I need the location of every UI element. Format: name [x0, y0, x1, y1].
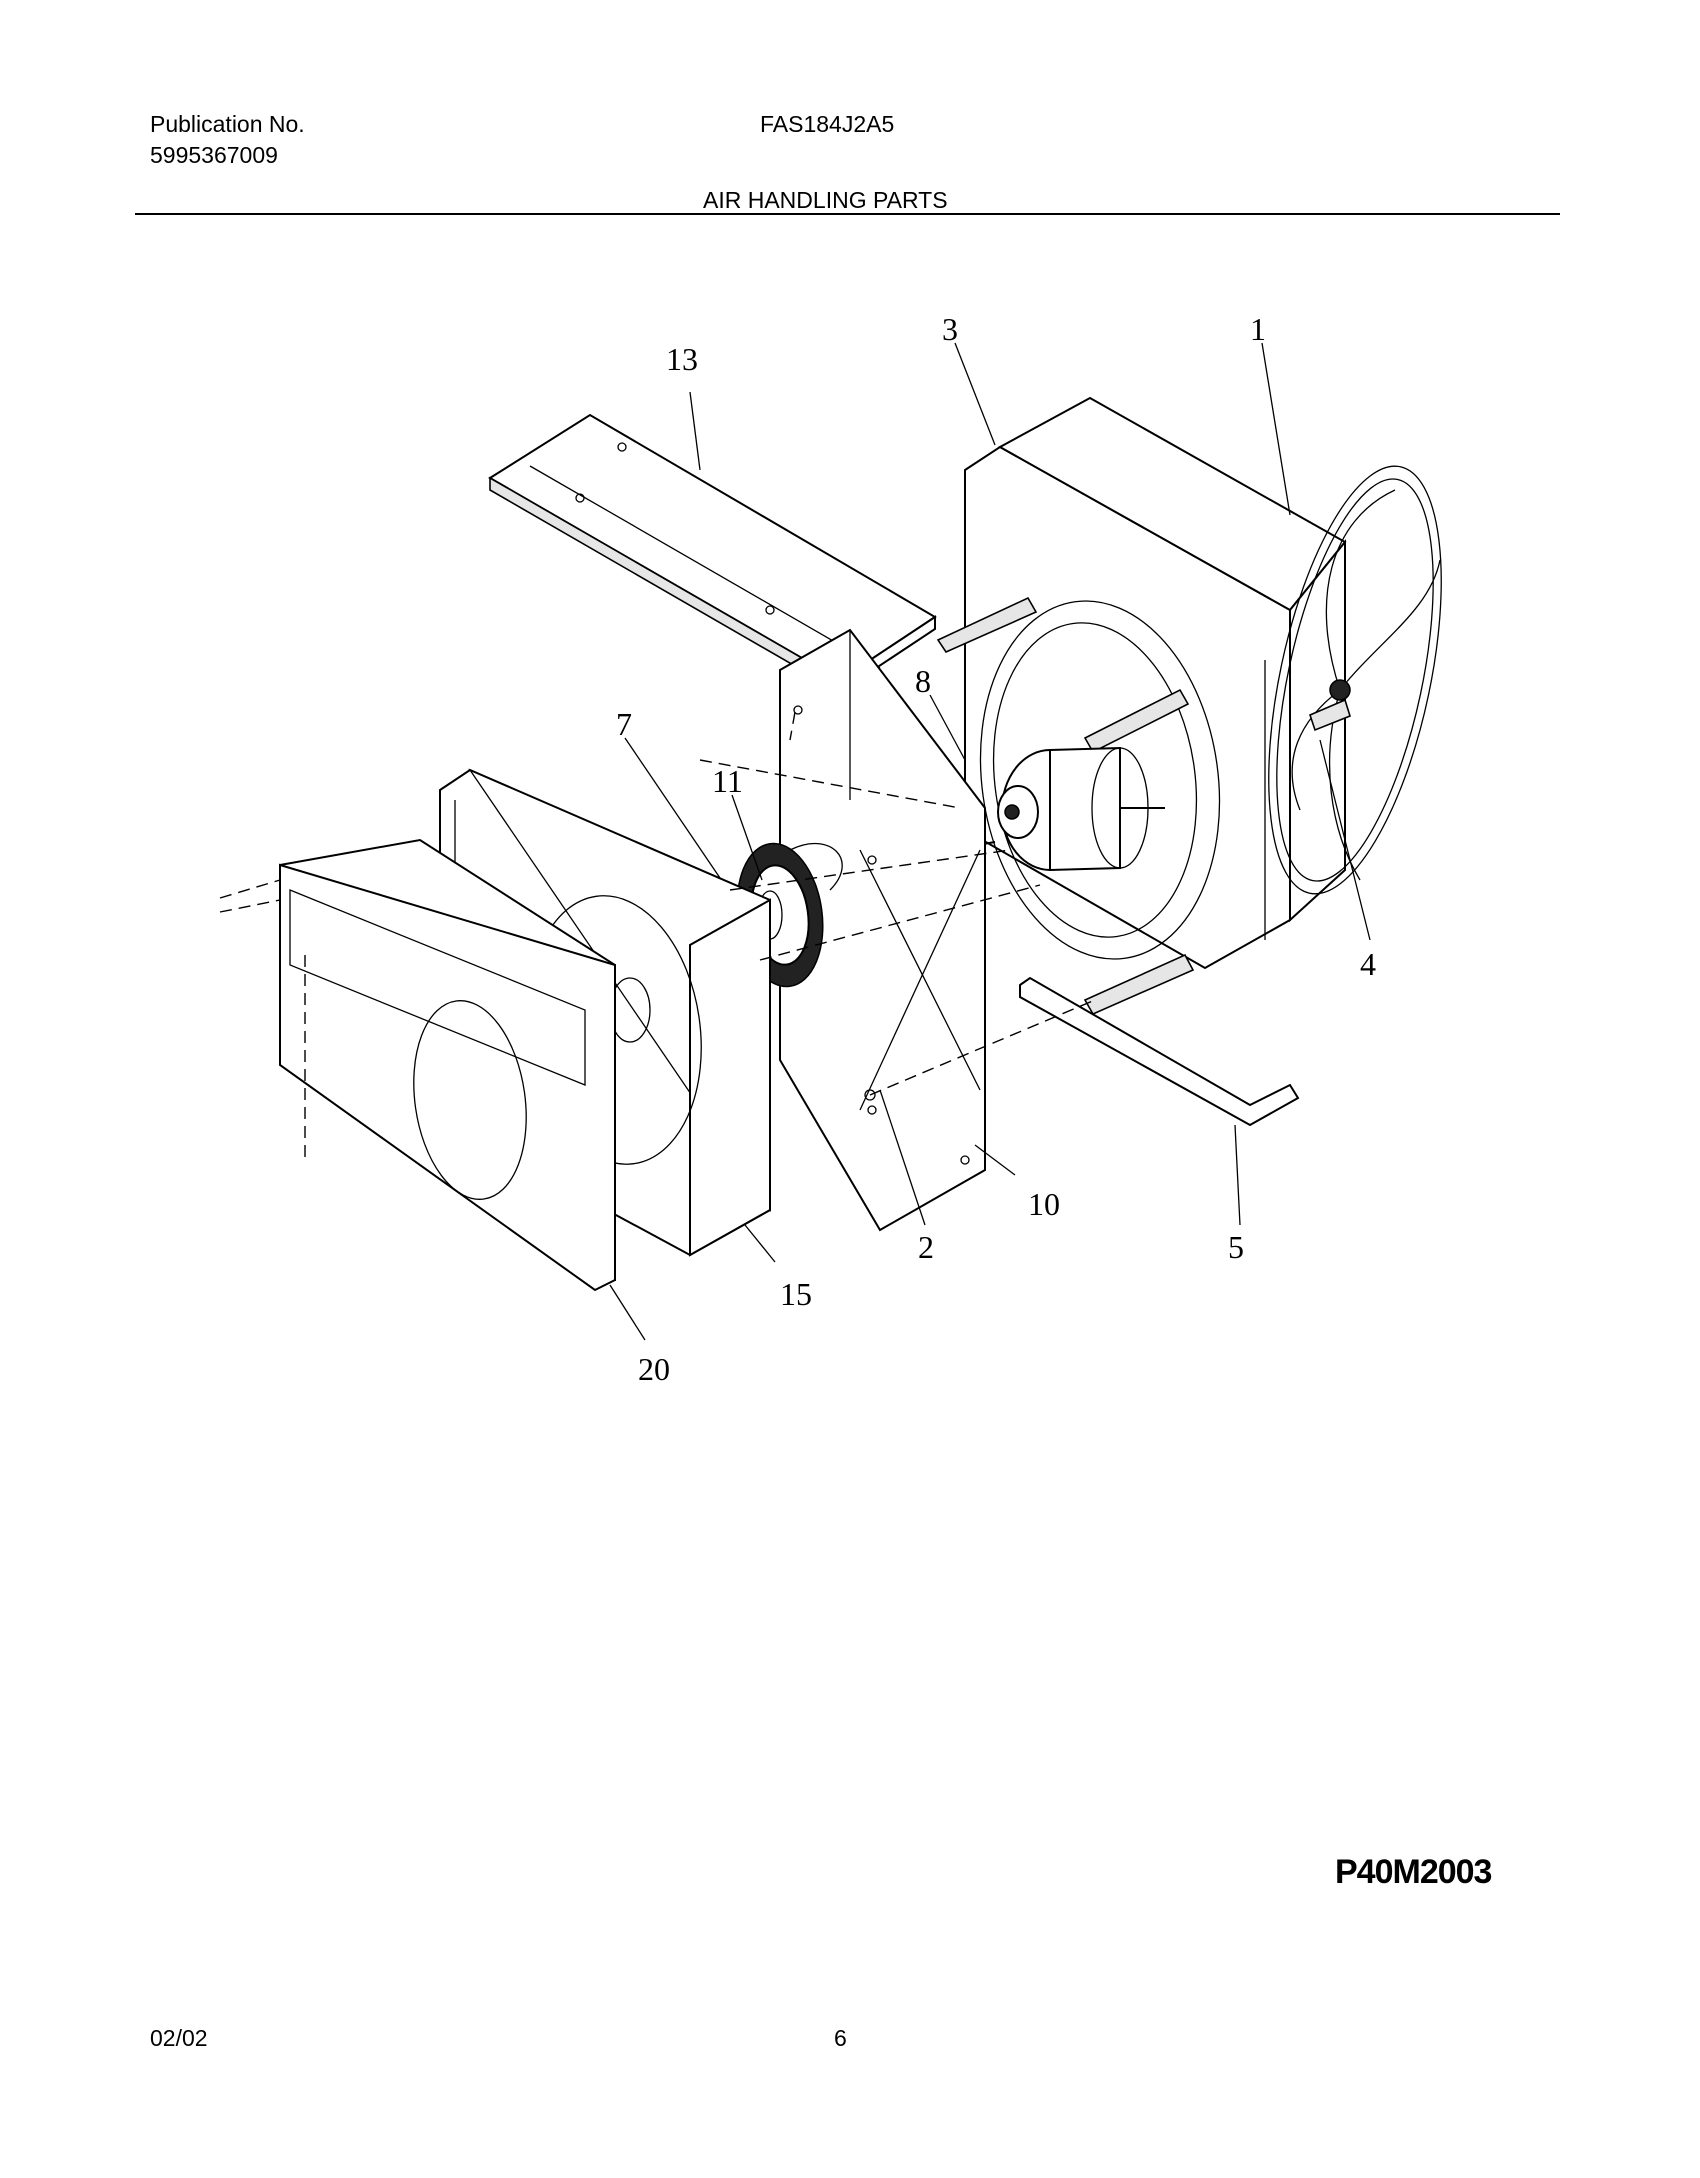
- part-2-screw: [864, 1089, 876, 1101]
- part-1-fan-blade: [1268, 465, 1442, 895]
- callout-11: 11: [712, 763, 743, 799]
- page-number: 6: [834, 2025, 847, 2051]
- assembly-lines: [699, 711, 1096, 1096]
- part-10-bulkhead-plate: [779, 628, 986, 1232]
- part-20-front-deflector: [219, 838, 616, 1292]
- part-5-bracket: [1019, 976, 1300, 1127]
- callout-3: 3: [942, 311, 958, 347]
- part-13-top-plate: [488, 413, 937, 694]
- part-3-shroud: [936, 396, 1347, 1016]
- callout-15: 15: [780, 1276, 812, 1312]
- callout-10: 10: [1028, 1186, 1060, 1222]
- section-title: AIR HANDLING PARTS: [703, 187, 948, 213]
- callout-5: 5: [1228, 1229, 1244, 1265]
- publication-number: 5995367009: [150, 142, 278, 168]
- callout-7: 7: [616, 706, 632, 742]
- callout-1: 1: [1250, 311, 1266, 347]
- callout-8: 8: [915, 663, 931, 699]
- callout-13: 13: [666, 341, 698, 377]
- footer-date: 02/02: [150, 2025, 208, 2051]
- drawing-number: P40M2003: [1335, 1853, 1492, 1891]
- callout-20: 20: [638, 1351, 670, 1387]
- header-rule: [135, 213, 1560, 215]
- model-number: FAS184J2A5: [760, 111, 895, 137]
- publication-label: Publication No.: [150, 111, 305, 137]
- leader-lines: [609, 342, 1371, 1341]
- callout-4: 4: [1360, 946, 1376, 982]
- callout-2: 2: [918, 1229, 934, 1265]
